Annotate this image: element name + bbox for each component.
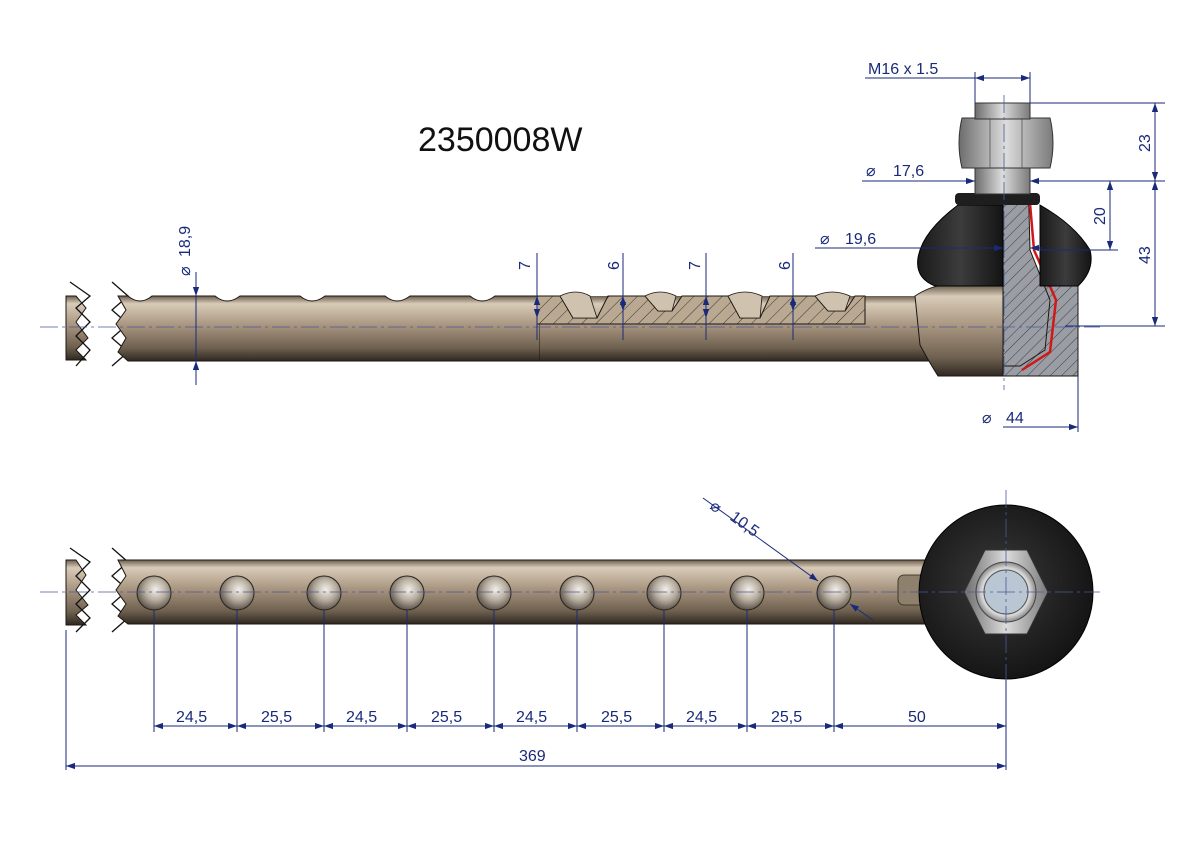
rod-body-top (115, 295, 541, 362)
groove-section (536, 291, 866, 325)
hole (136, 575, 172, 611)
groove-width-2: 6 (606, 261, 623, 270)
hole (816, 575, 852, 611)
spacing-8: 25,5 (771, 709, 802, 726)
dim-44: 44 (1006, 410, 1024, 427)
rubber-boot (917, 204, 1004, 287)
hole (729, 575, 765, 611)
stud-thread (974, 102, 1031, 120)
bottom-view: ⌀ 10,5 24,5 25,5 24,5 25,5 24,5 25,5 24,… (40, 490, 1100, 770)
top-view: M16 x 1.5 23 43 20 ⌀ 17,6 ⌀ 19,6 ⌀ 18,9 (40, 61, 1165, 432)
dim-17-6: 17,6 (893, 163, 924, 180)
overall-length: 369 (519, 748, 546, 765)
spacing-1: 24,5 (176, 709, 207, 726)
hole (476, 575, 512, 611)
dim-23: 23 (1137, 134, 1154, 152)
dim-20: 20 (1092, 207, 1109, 225)
hole-diameter: 10,5 (727, 508, 762, 540)
hole-row (136, 575, 852, 611)
diameter-symbol: ⌀ (866, 163, 876, 180)
rod-stub-left (65, 295, 89, 361)
seal-liner (1021, 179, 1058, 372)
spacing-3: 24,5 (346, 709, 377, 726)
hex-nut (958, 117, 1054, 169)
thread-label: M16 x 1.5 (868, 61, 938, 78)
groove-width-3: 7 (687, 261, 704, 270)
diameter-symbol: ⌀ (707, 497, 725, 517)
stud-shank (974, 167, 1031, 195)
dim-18-9: 18,9 (177, 226, 194, 257)
hole (219, 575, 255, 611)
diameter-symbol: ⌀ (177, 266, 194, 276)
dim-19-6: 19,6 (845, 231, 876, 248)
diameter-symbol: ⌀ (820, 231, 830, 248)
spacing-7: 24,5 (686, 709, 717, 726)
diameter-symbol: ⌀ (982, 410, 992, 427)
spacing-6: 25,5 (601, 709, 632, 726)
hole (646, 575, 682, 611)
part-number: 2350008W (418, 121, 582, 159)
spacing-2: 25,5 (261, 709, 292, 726)
spacing-9: 50 (908, 709, 926, 726)
groove-width-1: 7 (517, 261, 534, 270)
hole (559, 575, 595, 611)
dim-43: 43 (1137, 246, 1154, 264)
rod-stub-left-bottom (65, 559, 89, 626)
spacing-5: 24,5 (516, 709, 547, 726)
hole (306, 575, 342, 611)
spacing-4: 25,5 (431, 709, 462, 726)
groove-width-4: 6 (777, 261, 794, 270)
hole (389, 575, 425, 611)
